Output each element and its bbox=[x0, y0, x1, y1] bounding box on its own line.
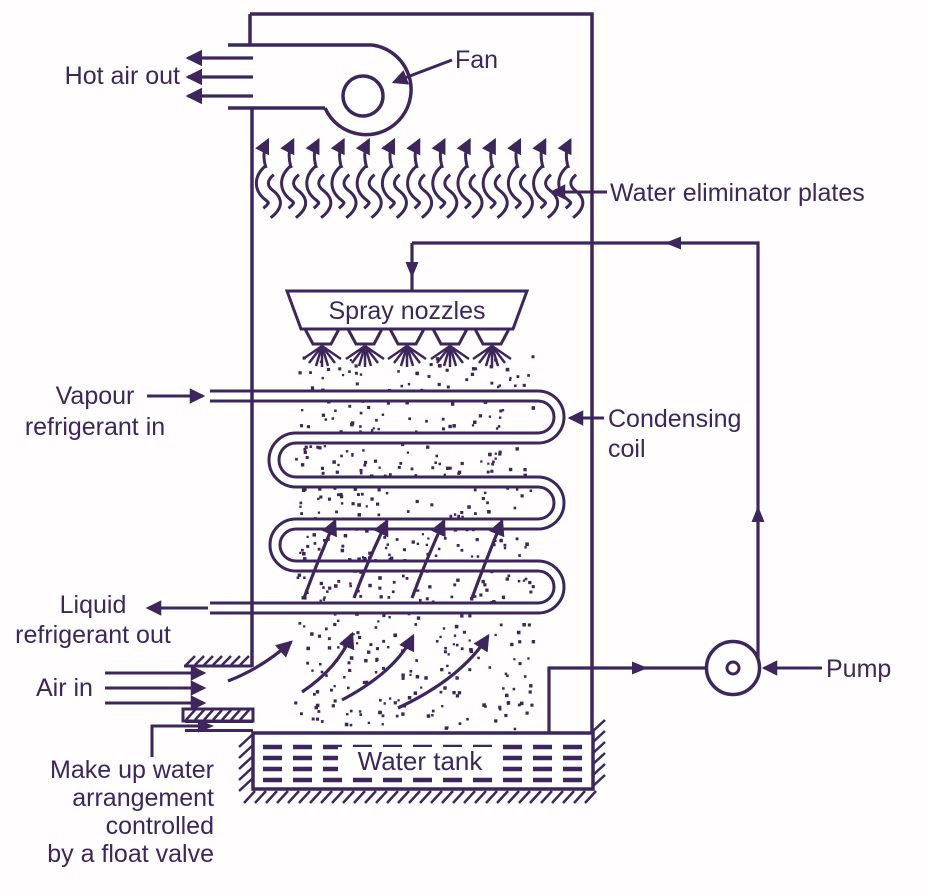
pump-label: Pump bbox=[826, 655, 892, 683]
pump-suction-pipe bbox=[547, 666, 712, 733]
fan-leader bbox=[391, 58, 453, 85]
water-spray-dots bbox=[294, 355, 536, 731]
make-up-leader bbox=[150, 724, 198, 757]
spray-header bbox=[284, 289, 530, 331]
spray-nozzle-assembly bbox=[284, 289, 530, 367]
eliminator-air-arrows bbox=[255, 137, 572, 169]
hot-air-out-arrows bbox=[185, 49, 253, 105]
hot-air-out-label: Hot air out bbox=[64, 62, 180, 90]
air-in-label: Air in bbox=[36, 674, 93, 702]
water-tank-label: Water tank bbox=[338, 747, 502, 775]
air-flow-arrows bbox=[227, 518, 505, 710]
label-leaders bbox=[145, 58, 822, 757]
fan-icon bbox=[323, 43, 413, 137]
condensing-coil bbox=[210, 389, 566, 615]
pump bbox=[704, 639, 762, 697]
pipe-flow-arrowheads bbox=[198, 236, 765, 733]
make-up-water-label: Make up water arrangement controlled by … bbox=[47, 756, 214, 868]
spray-nozzles-label: Spray nozzles bbox=[328, 297, 486, 325]
water-eliminator-plates-label: Water eliminator plates bbox=[610, 179, 865, 207]
water-eliminator-plates bbox=[254, 164, 585, 219]
casing-outline bbox=[228, 12, 594, 733]
liquid-refrigerant-out-label: Liquid refrigerant out bbox=[15, 591, 171, 649]
air-in-arrows bbox=[105, 665, 207, 711]
pump-discharge-pipe bbox=[412, 241, 760, 662]
vapour-refrigerant-in-label: Vapour refrigerant in bbox=[24, 382, 166, 441]
fan-label: Fan bbox=[455, 46, 499, 74]
condensing-coil-label: Condensing coil bbox=[608, 405, 742, 463]
ground-hatching bbox=[185, 655, 606, 804]
